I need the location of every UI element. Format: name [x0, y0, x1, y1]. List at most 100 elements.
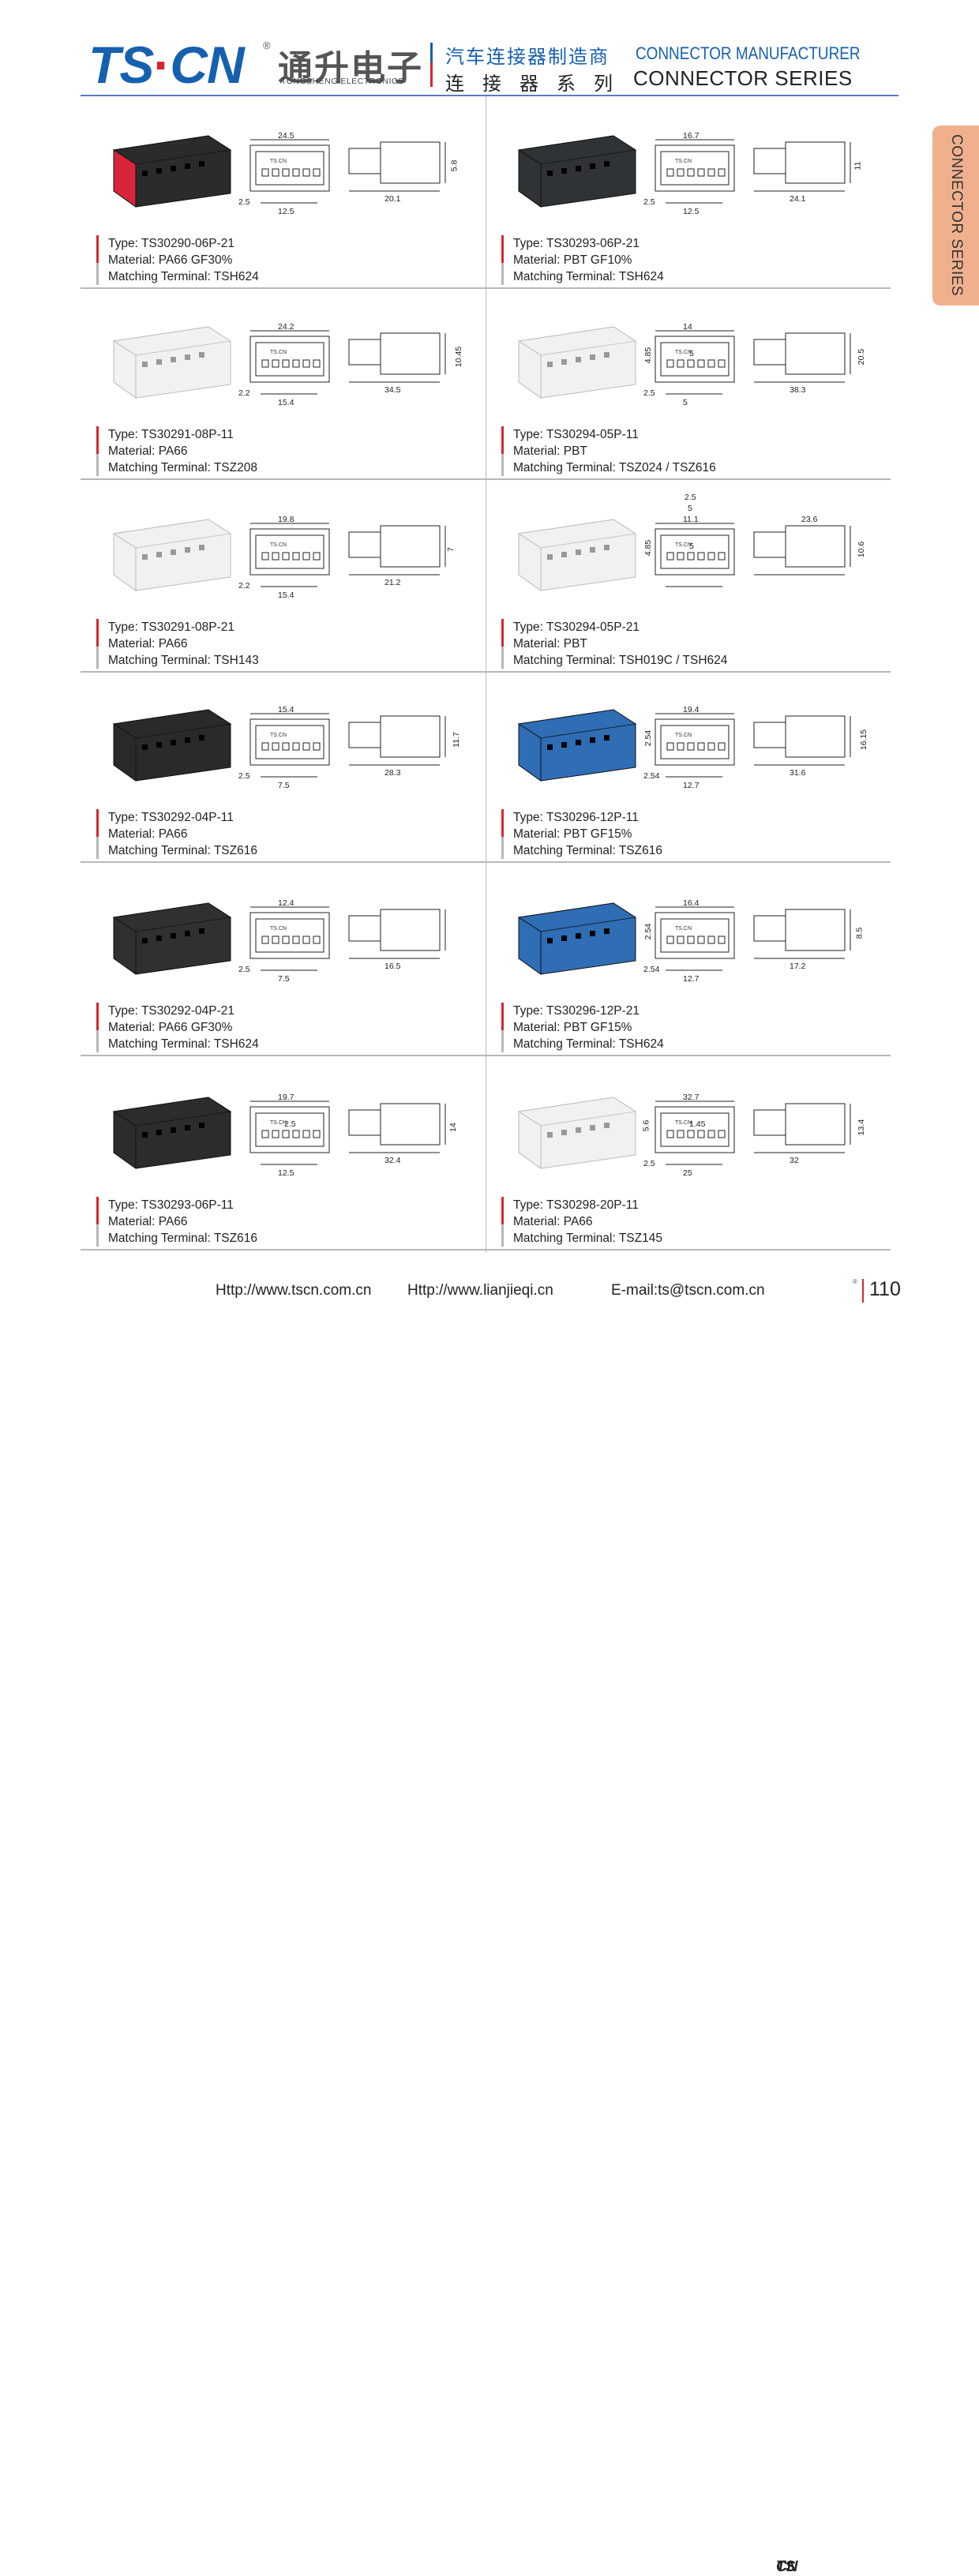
- material-line: Material: PBT GF15%: [513, 1019, 664, 1036]
- website-link-tscn[interactable]: Http://www.tscn.com.cn: [216, 1282, 372, 1299]
- terminal-slot: [272, 1130, 279, 1138]
- terminal-slot: [282, 1130, 290, 1138]
- dimension-top: 16.7: [683, 131, 700, 141]
- registered-mark: ®: [263, 39, 271, 51]
- type-line: Type: TS30296-12P-21: [513, 1003, 664, 1019]
- drawing-mark: TS.CN: [270, 733, 287, 738]
- header-divider: [430, 43, 433, 87]
- terminal-slot: [718, 359, 726, 368]
- dimension-side-bottom: 38.3: [790, 385, 806, 395]
- terminal-label: Matching Terminal:: [513, 844, 619, 857]
- material-label: Material:: [108, 1215, 159, 1228]
- terminal-slot: [313, 1130, 321, 1138]
- material-value: PA66 GF30%: [158, 253, 233, 267]
- terminal-slot: [282, 168, 290, 177]
- product-specs: Type: TS30291-08P-21 Material: PA66 Matc…: [96, 619, 259, 669]
- terminal-value: TSH143: [213, 654, 259, 667]
- pin-cavity: [171, 549, 176, 555]
- terminal-slot: [677, 359, 685, 368]
- dimension-top: 14: [683, 322, 692, 332]
- terminal-slot: [707, 552, 715, 561]
- type-value: TS30291-08P-21: [141, 621, 234, 634]
- terminal-value: TSH624: [618, 270, 664, 283]
- side-view-front: [753, 531, 786, 558]
- dimension-side-right: 13.4: [857, 1119, 867, 1136]
- material-line: Material: PA66: [108, 443, 257, 459]
- terminal-slot: [272, 552, 279, 561]
- terminal-label: Matching Terminal:: [108, 1037, 214, 1051]
- type-label: Type:: [108, 811, 141, 824]
- email-link[interactable]: E-mail:ts@tscn.com.cn: [611, 1282, 765, 1299]
- type-value: TS30291-08P-11: [141, 428, 234, 441]
- material-label: Material:: [513, 827, 564, 841]
- dimension-top3: 2.5: [685, 493, 696, 502]
- dimension-bl: 2.5: [643, 388, 655, 398]
- terminal-slot: [697, 1130, 705, 1138]
- connector-face: [518, 533, 542, 591]
- terminal-line: Matching Terminal: TSH624: [513, 1036, 664, 1052]
- type-value: TS30298-20P-11: [546, 1198, 639, 1212]
- connector-photo: [517, 902, 637, 975]
- terminal-slot: [697, 936, 705, 944]
- pin-cavity: [561, 936, 567, 941]
- material-line: Material: PBT: [513, 636, 727, 652]
- terminal-slot: [666, 742, 674, 751]
- series-title-cn: 连接器系列: [445, 73, 631, 95]
- dimension-side-bottom: 24.1: [790, 194, 806, 204]
- type-line: Type: TS30294-05P-11: [513, 426, 716, 443]
- pin-cavity: [185, 737, 190, 743]
- material-value: PA66: [563, 1215, 593, 1228]
- terminal-line: Matching Terminal: TSZ616: [108, 1230, 257, 1247]
- front-view-inner: [255, 534, 324, 569]
- terminal-value: TSZ616: [213, 1232, 257, 1245]
- side-view-front: [753, 339, 786, 366]
- footer-divider: [862, 1279, 864, 1303]
- pin-cavity: [604, 735, 610, 741]
- website-link-lianjieqi[interactable]: Http://www.lianjieqi.cn: [407, 1282, 553, 1299]
- front-view-inner: [255, 151, 324, 186]
- pin-cavity: [561, 1130, 567, 1135]
- dimension-side-bottom: 31.6: [790, 768, 806, 778]
- front-view-inner: [660, 725, 730, 759]
- side-view-body: [785, 332, 846, 375]
- product-specs: Type: TS30292-04P-21 Material: PA66 GF30…: [96, 1003, 259, 1052]
- connector-face: [113, 340, 137, 399]
- terminal-label: Matching Terminal:: [108, 270, 214, 283]
- front-view-inner: [660, 918, 730, 953]
- type-line: Type: TS30293-06P-11: [108, 1197, 257, 1213]
- drawing-mark: TS.CN: [270, 350, 287, 355]
- terminal-line: Matching Terminal: TSZ208: [108, 459, 257, 476]
- terminal-slot: [313, 742, 321, 751]
- terminal-slot: [292, 1130, 300, 1138]
- dimension-side-right: 5.8: [449, 159, 459, 172]
- material-value: PA66: [158, 444, 188, 458]
- material-label: Material:: [108, 637, 159, 651]
- terminal-slot: [677, 552, 685, 561]
- side-view-front: [348, 1109, 381, 1136]
- side-view-body: [380, 525, 441, 568]
- pin-cavity: [590, 737, 595, 743]
- terminal-slot: [687, 1130, 695, 1138]
- front-view-inner: [255, 342, 324, 377]
- front-view-outline: [249, 912, 330, 959]
- front-view-inner: [660, 342, 730, 377]
- terminal-slot: [718, 936, 726, 944]
- dimension-bottom: 7.5: [278, 974, 290, 984]
- terminal-slot: [313, 359, 321, 368]
- terminal-line: Matching Terminal: TSZ616: [513, 842, 662, 859]
- material-line: Material: PA66: [108, 1213, 257, 1230]
- pin-cavity: [142, 362, 148, 367]
- pin-cavity: [590, 354, 595, 360]
- dimension-top2: 5: [688, 504, 692, 513]
- terminal-line: Matching Terminal: TSZ145: [513, 1230, 662, 1247]
- drawing-mark: TS.CN: [270, 159, 287, 164]
- front-view-inner: [255, 918, 324, 953]
- terminal-value: TSH624: [213, 1037, 259, 1051]
- terminal-slot: [261, 552, 269, 561]
- terminal-slot: [666, 359, 674, 368]
- terminal-slot: [666, 552, 674, 561]
